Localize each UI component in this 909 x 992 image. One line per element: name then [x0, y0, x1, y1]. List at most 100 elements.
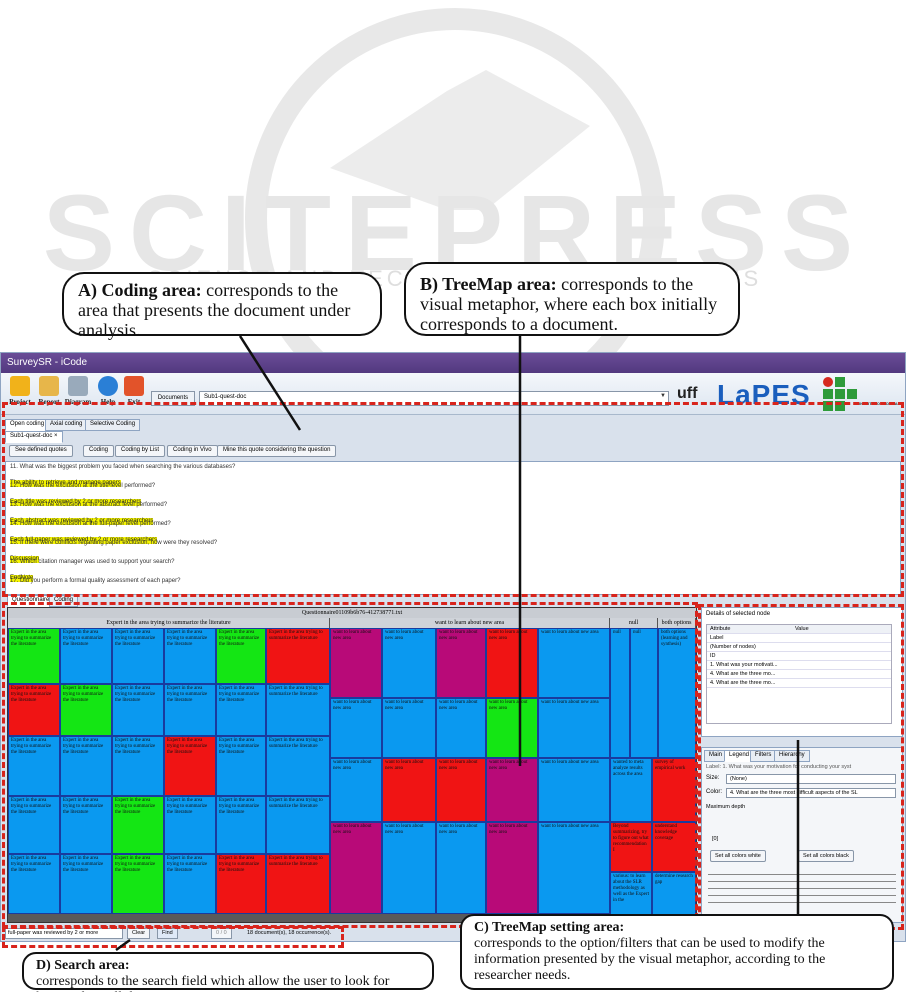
tab-hierarchy[interactable]: Hierarchy [774, 750, 810, 762]
treemap-cell[interactable]: want to learn about new area [486, 698, 538, 758]
details-title: Details of selected node [706, 611, 771, 617]
treemap-cell[interactable]: Expert in the area trying to summarize t… [8, 854, 60, 914]
callout-d-title: D) Search area: [36, 958, 130, 973]
treemap-cell[interactable]: want to learn about new area [330, 698, 382, 758]
treemap-cell[interactable]: want to learn about new area [382, 628, 436, 698]
chevron-down-icon: ▼ [660, 393, 666, 399]
max-depth-label: Maximum depth [706, 804, 746, 810]
treemap-cell[interactable]: want to learn about new area [330, 628, 382, 698]
treemap-cell[interactable]: Expert in the area trying to summarize t… [112, 796, 164, 854]
treemap-cell[interactable]: determine research gap [652, 872, 696, 922]
treemap-cell[interactable]: Expert in the area trying to summarize t… [216, 796, 266, 854]
treemap-cell[interactable]: Expert in the area trying to summarize t… [60, 796, 112, 854]
see-defined-quotes-button[interactable]: See defined quotes [9, 445, 73, 457]
treemap[interactable]: Questionnaire01109b6b76-412738771.txt Ex… [7, 607, 697, 923]
treemap-cell[interactable]: Expert in the area trying to summarize t… [60, 736, 112, 796]
treemap-cell[interactable]: Expert in the area trying to summarize t… [8, 628, 60, 684]
treemap-cell[interactable]: Expert in the area trying to summarize t… [266, 684, 330, 736]
treemap-cell[interactable]: various: to learn about the SLR methodol… [610, 872, 652, 922]
treemap-cell[interactable]: want to learn about new area [382, 758, 436, 822]
treemap-cell[interactable]: wanted to meta analyze results across th… [610, 758, 652, 822]
treemap-cell[interactable]: want to learn about new area [538, 628, 610, 698]
coding-in-vivo-button[interactable]: Coding in Vivo [167, 445, 218, 457]
coding-button[interactable]: Coding [83, 445, 115, 457]
table-row[interactable]: (Number of nodes) [707, 643, 891, 652]
treemap-cell[interactable]: Expert in the area trying to summarize t… [60, 684, 112, 736]
treemap-cell[interactable]: Expert in the area trying to summarize t… [164, 684, 216, 736]
treemap-cell[interactable]: Expert in the area trying to summarize t… [164, 628, 216, 684]
group-header-null: null [610, 618, 658, 628]
set-colors-white-button[interactable]: Set all colors white [710, 850, 766, 862]
treemap-cell[interactable]: Expert in the area trying to summarize t… [164, 854, 216, 914]
treemap-cell[interactable]: want to learn about new area [436, 628, 486, 698]
treemap-cell[interactable]: Expert in the area trying to summarize t… [164, 736, 216, 796]
treemap-cell[interactable]: want to learn about new area [486, 628, 538, 698]
treemap-cell[interactable]: understand knowledge coverage [652, 822, 696, 872]
treemap-cell[interactable]: want to learn about new area [486, 758, 538, 822]
color-select[interactable]: 4. What are the three most difficult asp… [726, 788, 896, 798]
callout-b-text: corresponds to the visual metaphor, wher… [420, 274, 718, 334]
treemap-cell[interactable]: Expert in the area trying to summarize t… [216, 736, 266, 796]
treemap-cell[interactable]: Expert in the area trying to summarize t… [112, 684, 164, 736]
size-label: Size: [706, 775, 720, 781]
treemap-cell[interactable]: want to learn about new area [538, 822, 610, 914]
table-row[interactable]: 4. What are the three mo... [707, 679, 891, 688]
uff-logo: uff [677, 385, 698, 402]
treemap-cell[interactable]: Expert in the area trying to summarize t… [8, 796, 60, 854]
treemap-cell[interactable]: want to learn about new area [330, 822, 382, 914]
tab-document[interactable]: Sub1-quest-doc × [5, 431, 63, 443]
mine-quote-button[interactable]: Mine this quote considering the question [217, 445, 337, 457]
color-label: Color: [706, 789, 723, 795]
treemap-cell[interactable]: null [610, 628, 630, 758]
callout-d-text: corresponds to the search field which al… [36, 974, 390, 992]
color-legend-list[interactable] [708, 868, 896, 908]
tab-main[interactable]: Main [704, 750, 728, 762]
table-row[interactable]: Label [707, 634, 891, 643]
treemap-cell[interactable]: want to learn about new area [382, 698, 436, 758]
callout-treemap-setting-area: C) TreeMap setting area:corresponds to t… [460, 914, 894, 990]
callout-search-area: D) Search area:corresponds to the search… [22, 952, 434, 992]
treemap-cell[interactable]: want to learn about new area [486, 822, 538, 914]
treemap-cell[interactable]: Expert in the area trying to summarize t… [216, 854, 266, 914]
treemap-cell[interactable]: Expert in the area trying to summarize t… [8, 684, 60, 736]
document-text-panel[interactable]: 11. What was the biggest problem you fac… [5, 461, 901, 595]
treemap-cell[interactable]: Expert in the area trying to summarize t… [8, 736, 60, 796]
treemap-cell[interactable]: want to learn about new area [436, 698, 486, 758]
treemap-cell[interactable]: want to learn about new area [436, 822, 486, 914]
treemap-cell[interactable]: want to learn about new area [436, 758, 486, 822]
coding-by-list-button[interactable]: Coding by List [115, 445, 166, 457]
treemap-cell[interactable]: Beyond summarizing, try to figure out wh… [610, 822, 652, 872]
table-row[interactable]: ID [707, 652, 891, 661]
diagram-icon [68, 376, 88, 396]
col-value: Value [795, 626, 809, 632]
list-item: 11. What was the biggest problem you fac… [10, 464, 236, 487]
treemap-cell[interactable]: Expert in the area trying to summarize t… [60, 628, 112, 684]
callout-treemap-area: B) TreeMap area: corresponds to the visu… [404, 262, 740, 336]
treemap-cell[interactable]: Expert in the area trying to summarize t… [266, 736, 330, 796]
list-item: 13. How was the exclusion at the abstrac… [10, 502, 168, 525]
treemap-cell[interactable]: Expert in the area trying to summarize t… [164, 796, 216, 854]
treemap-cell[interactable]: Expert in the area trying to summarize t… [112, 628, 164, 684]
treemap-cell[interactable]: want to learn about new area [382, 822, 436, 914]
callout-c-title: C) TreeMap setting area: [474, 920, 625, 935]
treemap-cell[interactable]: null [630, 628, 658, 758]
treemap-cell[interactable]: Expert in the area trying to summarize t… [216, 684, 266, 736]
treemap-cell[interactable]: want to learn about new area [538, 698, 610, 758]
treemap-cell[interactable]: Expert in the area trying to summarize t… [60, 854, 112, 914]
treemap-cell[interactable]: Expert in the area trying to summarize t… [266, 628, 330, 684]
treemap-cell[interactable]: Expert in the area trying to summarize t… [266, 796, 330, 854]
treemap-cell[interactable]: want to learn about new area [330, 758, 382, 822]
tab-selective-coding[interactable]: Selective Coding [85, 419, 141, 431]
window-titlebar: SurveySR - iCode [1, 353, 905, 373]
treemap-cell[interactable]: Expert in the area trying to summarize t… [112, 736, 164, 796]
size-select[interactable]: (None) [726, 774, 896, 784]
treemap-cell[interactable]: Expert in the area trying to summarize t… [266, 854, 330, 914]
table-row[interactable]: 1. What was your motivati... [707, 661, 891, 670]
treemap-cell[interactable]: Expert in the area trying to summarize t… [112, 854, 164, 914]
table-row[interactable]: 4. What are the three mo... [707, 670, 891, 679]
treemap-cell[interactable]: want to learn about new area [538, 758, 610, 822]
treemap-cell[interactable]: Expert in the area trying to summarize t… [216, 628, 266, 684]
